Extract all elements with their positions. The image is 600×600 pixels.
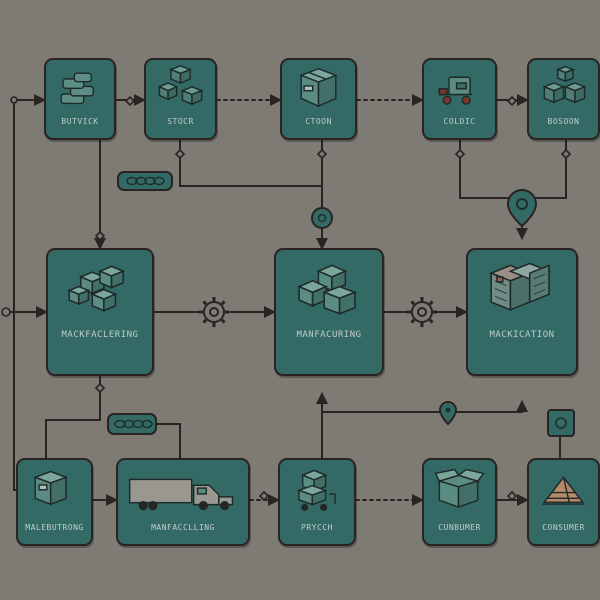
link-n2-bus xyxy=(179,139,323,211)
link-n6-bottom xyxy=(45,375,101,459)
cubes-icon xyxy=(157,64,204,106)
stacked-bars-icon xyxy=(60,72,94,105)
node-label: MALEBUTRONG xyxy=(25,523,84,532)
node-label: COLDIC xyxy=(443,117,476,126)
box-icon xyxy=(33,470,69,506)
node-n11: PRYCCH xyxy=(278,458,356,546)
box-pile-icon xyxy=(67,265,126,312)
node-n5: BOSOON xyxy=(527,58,600,140)
node-n13: CONSUMER xyxy=(527,458,600,546)
joint-diamond-7 xyxy=(94,382,106,394)
pyramid-icon xyxy=(542,476,585,505)
joint-dot-left xyxy=(1,307,11,317)
node-label: MANFACURING xyxy=(296,330,362,340)
truck-icon xyxy=(128,478,234,511)
node-label: CONSUMER xyxy=(542,523,585,532)
chain-link-icon xyxy=(117,171,173,191)
chain-link-icon xyxy=(107,413,157,435)
node-n8: MACKICATION xyxy=(466,248,578,376)
node-label: CTOON xyxy=(305,117,332,126)
open-box-icon xyxy=(434,468,485,509)
joint-diamond-9 xyxy=(258,490,270,502)
target-badge-icon xyxy=(547,409,575,437)
node-label: MACKICATION xyxy=(489,330,555,340)
node-label: CUNBUMER xyxy=(438,523,481,532)
joint-diamond-2 xyxy=(174,148,186,160)
node-label: BOSOON xyxy=(547,117,580,126)
node-label: MACKFACLERING xyxy=(61,330,139,340)
node-n3: CTOON xyxy=(280,58,357,140)
joint-diamond-10 xyxy=(506,490,518,502)
location-pin-icon xyxy=(438,400,458,426)
box-cart-icon xyxy=(296,469,336,511)
link-n5-junction xyxy=(521,139,567,199)
cart-icon xyxy=(438,76,472,105)
container-stack-icon xyxy=(489,262,552,311)
link-n11-bus xyxy=(321,400,528,413)
map-pin-gear-icon xyxy=(506,188,538,228)
package-box-icon xyxy=(299,67,338,108)
node-label: STOCR xyxy=(167,117,194,126)
node-n2: STOCR xyxy=(144,58,217,140)
gear-icon xyxy=(407,297,437,327)
gear-icon xyxy=(199,297,229,327)
node-label: PRYCCH xyxy=(301,523,333,532)
joint-diamond-1 xyxy=(124,95,136,107)
box-pile-icon xyxy=(297,264,358,315)
node-n1: BUTVICK xyxy=(44,58,116,140)
node-n10: MANFACCLLING xyxy=(116,458,250,546)
node-n7: MANFACURING xyxy=(274,248,384,376)
joint-diamond-4 xyxy=(454,148,466,160)
node-n6: MACKFACLERING xyxy=(46,248,154,376)
joint-dot-top-left xyxy=(10,96,18,104)
location-pin-icon xyxy=(311,207,333,229)
joint-diamond-8 xyxy=(316,148,328,160)
node-label: MANFACCLLING xyxy=(151,523,215,532)
node-n9: MALEBUTRONG xyxy=(16,458,93,546)
node-n12: CUNBUMER xyxy=(422,458,497,546)
node-n4: COLDIC xyxy=(422,58,497,140)
cube-stack-icon xyxy=(542,65,587,104)
node-label: BUTVICK xyxy=(61,117,99,126)
joint-diamond-5 xyxy=(560,148,572,160)
joint-diamond-6 xyxy=(94,230,106,242)
joint-diamond-3 xyxy=(506,95,518,107)
link-left-rail xyxy=(13,99,17,491)
